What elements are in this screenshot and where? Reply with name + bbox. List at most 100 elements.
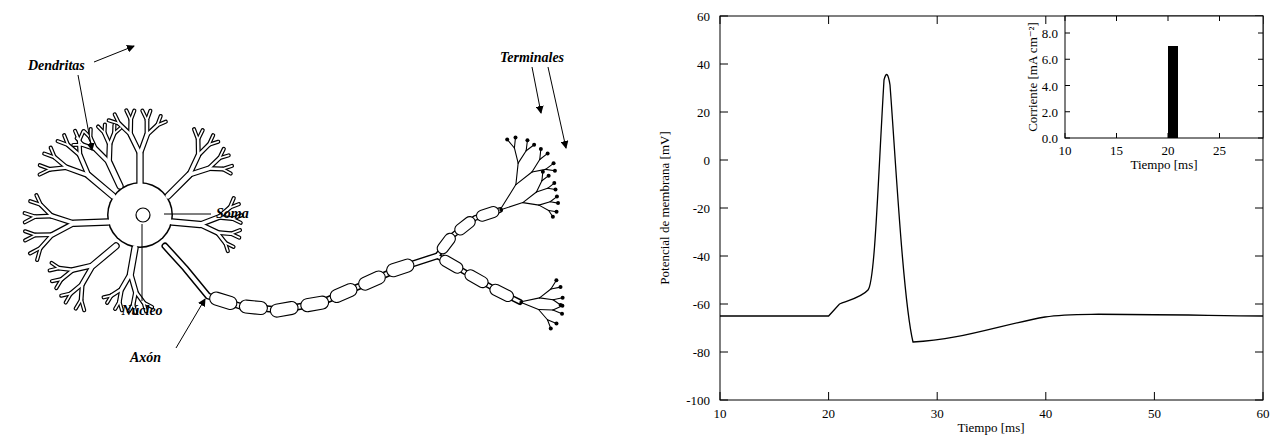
terminal-branch [539, 309, 548, 319]
terminal-bouton [559, 285, 563, 289]
dendrite-outline [172, 222, 200, 224]
dendrite-fill [96, 149, 109, 162]
dendrite-fill [209, 142, 218, 145]
leader-arrow [78, 75, 92, 150]
tick [1255, 400, 1263, 401]
dendrite-fill [68, 145, 80, 155]
tick [720, 392, 721, 400]
dendrite-outline [222, 169, 230, 174]
dendrite-outline [200, 217, 219, 224]
tick-label: -80 [693, 346, 710, 359]
dendrite-outline [200, 224, 217, 232]
dendrite-outline [198, 130, 203, 140]
terminal-branch [539, 309, 553, 311]
terminal-branch [500, 203, 523, 210]
dendrite-fill [59, 268, 73, 270]
dendrite-fill [115, 301, 119, 308]
dendrite-outline [168, 175, 189, 196]
terminal-branch [523, 203, 539, 206]
tick [937, 392, 938, 400]
tick [720, 160, 728, 161]
dendrite-outline [136, 154, 143, 184]
dendrite-fill [52, 263, 60, 268]
dendrite-outline [55, 157, 67, 167]
dendrite-fill [73, 265, 93, 270]
dendrite-outline [25, 235, 36, 240]
dendrite-fill [25, 213, 36, 216]
dendrite-fill [76, 300, 81, 309]
dendrite-fill [93, 246, 116, 265]
leader-arrow [532, 67, 541, 113]
myelin-sheath [357, 269, 388, 292]
terminal-branch [520, 302, 539, 309]
dendrite-fill [222, 169, 230, 174]
tick-label: 6.0 [1042, 53, 1058, 66]
terminal-branch [532, 160, 540, 172]
axon-fill [165, 246, 437, 310]
dendrite-fill [77, 138, 83, 145]
terminal-bouton [556, 201, 560, 205]
tick [1255, 160, 1263, 161]
tick [1255, 352, 1263, 353]
dendrite-outline [50, 168, 66, 170]
terminal-bouton [560, 312, 564, 316]
part-label: Axón [130, 351, 161, 365]
dendrite-fill [61, 293, 71, 295]
inset-frame [1065, 16, 1263, 138]
tick [1258, 85, 1263, 86]
soma-fill [109, 184, 172, 247]
tick [1045, 16, 1046, 24]
dendrite-outline [110, 134, 115, 145]
leader-arrow [176, 299, 205, 348]
tick [1065, 59, 1070, 60]
dendrite-fill [104, 124, 106, 133]
terminal-branch [520, 298, 540, 302]
dendrite-fill [217, 232, 225, 242]
terminal-bouton [560, 304, 564, 308]
dendrite-fill [40, 169, 51, 174]
dendrite-outline [231, 234, 239, 238]
dendrite-outline [59, 268, 73, 270]
tick-label: 40 [1039, 407, 1052, 420]
dendrite-outline [25, 213, 36, 216]
tick [1255, 304, 1263, 305]
dendrite-fill [36, 233, 53, 236]
nucleus-circle [136, 208, 150, 222]
terminal-branch [523, 192, 537, 203]
tick-label: 20 [1162, 144, 1175, 157]
terminal-bouton [549, 326, 553, 330]
tick [1255, 256, 1263, 257]
terminal-bouton [532, 143, 536, 147]
dendrite-outline [50, 268, 60, 270]
myelin-sheath [475, 205, 500, 222]
tick [1116, 133, 1117, 138]
terminal-branch [518, 151, 526, 163]
dendrite-fill [55, 157, 67, 167]
terminal-branch [539, 205, 549, 210]
myelin-sheath [488, 282, 515, 303]
terminal-bouton [541, 170, 545, 174]
tick [1045, 392, 1046, 400]
dendrite-outline [147, 125, 157, 134]
tick [720, 400, 728, 401]
tick-label: 60 [1257, 407, 1270, 420]
tick [1065, 111, 1070, 112]
dendrite-fill [110, 134, 115, 145]
dendrite-fill [107, 145, 111, 163]
dendrite-outline [88, 175, 113, 196]
membrane-potential-plot [720, 16, 1263, 400]
dendrite-fill [147, 111, 150, 120]
dendrite-fill [157, 122, 166, 126]
dendrite-outline [25, 231, 36, 235]
dendrite-fill [50, 268, 60, 270]
tick-label: -100 [686, 394, 710, 407]
axis-title: Tiempo [ms] [957, 421, 1024, 434]
dendrite-outline [40, 165, 51, 169]
tick [828, 392, 829, 400]
dendrite-fill [50, 168, 66, 170]
tick [1263, 392, 1264, 400]
terminal-bouton [561, 296, 565, 300]
tick [720, 16, 721, 24]
